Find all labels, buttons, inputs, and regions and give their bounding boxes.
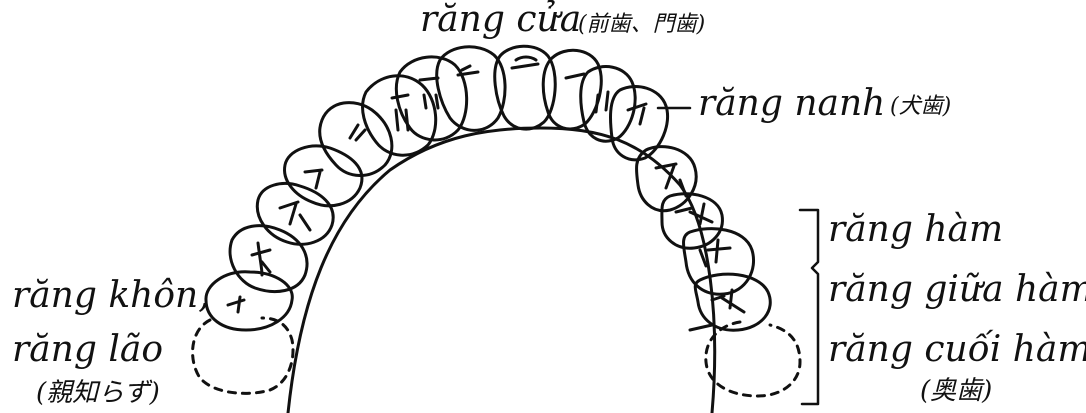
tooth [608, 85, 669, 162]
label-wisdom-line2: răng lão [12, 329, 163, 370]
label-incisors-ja: (前歯、門歯) [578, 12, 706, 37]
tooth [283, 144, 364, 208]
label-molars: răng hàm [828, 209, 1004, 250]
tooth [634, 145, 698, 213]
label-canine: răng nanh [698, 83, 886, 124]
label-canine-ja: (犬歯) [890, 94, 952, 119]
label-incisors: răng cửa [420, 0, 582, 40]
tooth [493, 44, 557, 131]
tooth [255, 182, 335, 246]
teeth-left [204, 45, 507, 332]
tooth [435, 45, 507, 132]
tooth [660, 192, 724, 250]
wisdom-tooth-left-outline [191, 316, 295, 395]
wisdom-tooth-right-outline [704, 320, 802, 398]
molar-bracket [798, 208, 820, 406]
tooth [318, 101, 394, 177]
label-wisdom-ja: (親知らず) [36, 378, 160, 408]
tooth [361, 74, 438, 157]
tooth [394, 55, 469, 142]
teeth-front [493, 44, 669, 162]
palate-outline [286, 126, 717, 413]
teeth-right [634, 145, 772, 332]
tooth [682, 227, 755, 296]
tooth [228, 224, 309, 293]
tooth [579, 65, 637, 143]
tooth [204, 270, 294, 332]
label-wisdom-line1: răng khôn, [12, 275, 210, 316]
label-mid-molars: răng giữa hàm [828, 269, 1086, 310]
tooth [693, 272, 772, 332]
label-back-molars: răng cuối hàm [828, 329, 1086, 370]
label-molars-ja: (奥歯) [920, 376, 993, 406]
